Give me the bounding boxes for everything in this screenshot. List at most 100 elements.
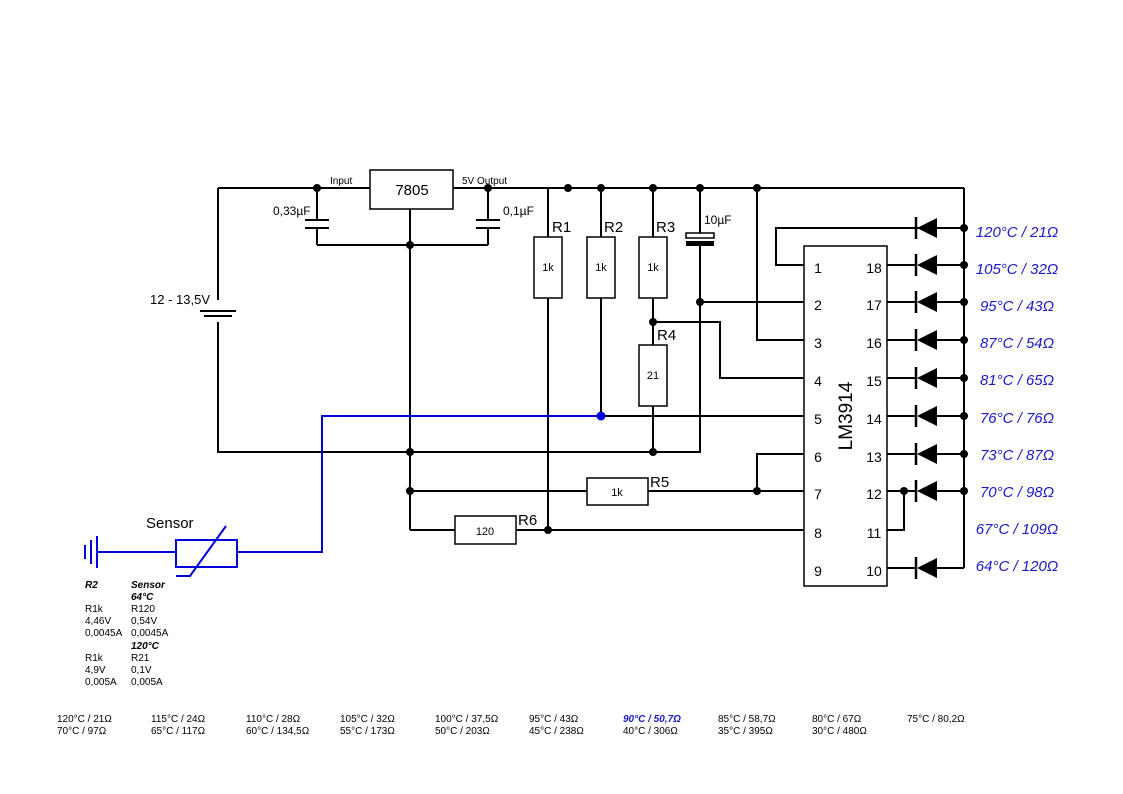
footer-cell: 105°C / 32Ω (340, 714, 395, 725)
footer-cell: 45°C / 238Ω (529, 726, 584, 737)
calc-col1b-2: 0,005A (85, 677, 117, 688)
calc-col1b-1: 4,9V (85, 665, 106, 676)
footer-cell: 50°C / 203Ω (435, 726, 490, 737)
capacitor-10uf (685, 232, 715, 246)
footer-cell: 120°C / 21Ω (57, 714, 112, 725)
footer-cell: 115°C / 24Ω (151, 714, 206, 725)
led-9 (887, 557, 964, 579)
regulator-7805 (369, 169, 454, 210)
footer-cell: 95°C / 43Ω (529, 714, 579, 725)
ic-pin-left-8: 8 (814, 525, 822, 541)
ic-pin-right-18: 18 (866, 260, 882, 276)
footer-cell: 110°C / 28Ω (246, 714, 301, 725)
capacitor-output-label: 0,1µF (503, 204, 534, 218)
calc-col2a-2: 0,0045A (131, 628, 169, 639)
footer-cell: 85°C / 58,7Ω (718, 714, 776, 725)
led-label-2: 105°C / 32Ω (976, 261, 1058, 278)
led-4 (887, 329, 964, 351)
calc-col1a-2: 0,0045A (85, 628, 123, 639)
led-label-1: 120°C / 21Ω (976, 224, 1058, 241)
led-label-6: 76°C / 76Ω (980, 410, 1054, 427)
sensor-wiring (84, 415, 601, 568)
led-2 (887, 254, 964, 276)
ic-pin-left-7: 7 (814, 486, 822, 502)
ic-pin-left-5: 5 (814, 411, 822, 427)
resistor-r4-name: R4 (657, 327, 676, 344)
resistor-r1 (533, 236, 563, 299)
led-label-7: 73°C / 87Ω (980, 447, 1054, 464)
ic-pin-right-16: 16 (866, 335, 882, 351)
led-3 (887, 291, 964, 313)
footer-cell: 70°C / 97Ω (57, 726, 107, 737)
led-6 (887, 405, 964, 427)
resistor-r6-name: R6 (518, 512, 537, 529)
led-label-9: 67°C / 109Ω (976, 521, 1058, 538)
regulator-label: 7805 (395, 182, 428, 199)
resistor-r1-name: R1 (552, 219, 571, 236)
ic-pin-left-3: 3 (814, 335, 822, 351)
footer-cell: 30°C / 480Ω (812, 726, 867, 737)
resistor-r3 (638, 236, 668, 299)
resistor-r5 (586, 477, 649, 506)
ic-lm3914 (803, 245, 888, 587)
ic-pin-left-6: 6 (814, 449, 822, 465)
ic-pin-right-11: 11 (867, 525, 882, 541)
ic-pin-right-12: 12 (866, 486, 882, 502)
led-1 (914, 217, 964, 239)
led-5 (887, 367, 964, 389)
calc-table: R2 Sensor 64°C R1k 4,46V 0,0045A R120 0,… (85, 580, 169, 688)
ic-pin-left-1: 1 (814, 260, 822, 276)
resistor-r5-name: R5 (650, 474, 669, 491)
calc-col2b-1: 0,1V (131, 665, 152, 676)
resistor-r2-value: 1k (595, 262, 607, 274)
resistor-r3-name: R3 (656, 219, 675, 236)
led-8 (887, 480, 964, 502)
calc-col2a-1: 0,54V (131, 616, 157, 627)
calc-col2b-2: 0,005A (131, 677, 163, 688)
ic-pin-right-14: 14 (866, 411, 882, 427)
calc-col1-head: R2 (85, 580, 98, 591)
ic-name: LM3914 (836, 381, 857, 450)
capacitor-10uf-label: 10µF (704, 213, 732, 227)
footer-cell: 75°C / 80,2Ω (907, 714, 965, 725)
resistor-r4-value: 21 (647, 370, 659, 382)
supply-label: 12 - 13,5V (150, 292, 210, 307)
ic-pin-left-4: 4 (814, 373, 822, 389)
thermistor-sensor (175, 525, 238, 577)
calc-col1a-0: R1k (85, 604, 104, 615)
resistor-r2 (586, 236, 616, 299)
junction-dots (313, 184, 968, 534)
calc-sub2: 120°C (131, 641, 160, 652)
resistor-r2-name: R2 (604, 219, 623, 236)
sensor-label: Sensor (146, 515, 194, 532)
calc-col2b-0: R21 (131, 653, 150, 664)
regulator-output-label: 5V Output (462, 176, 507, 187)
led-bar (887, 217, 964, 579)
calc-sub1: 64°C (131, 592, 154, 603)
battery-symbol (200, 310, 236, 317)
footer-cell: 35°C / 395Ω (718, 726, 773, 737)
resistor-r1-value: 1k (542, 262, 554, 274)
resistor-r5-value: 1k (611, 487, 623, 499)
footer-cell: 55°C / 173Ω (340, 726, 395, 737)
footer-cell: 100°C / 37,5Ω (435, 714, 499, 725)
footer-cell: 40°C / 306Ω (623, 726, 678, 737)
calc-col2-head: Sensor (131, 580, 166, 591)
ic-pin-right-10: 10 (866, 563, 882, 579)
calc-col1b-0: R1k (85, 653, 104, 664)
regulator-input-label: Input (330, 176, 352, 187)
ic-pin-right-17: 17 (866, 297, 882, 313)
capacitor-input-label: 0,33µF (273, 204, 311, 218)
resistor-r6 (454, 515, 517, 545)
ic-pin-right-15: 15 (866, 373, 882, 389)
capacitor-output (476, 219, 500, 229)
ic-pin-left-9: 9 (814, 563, 822, 579)
ic-pin-right-13: 13 (866, 449, 882, 465)
calc-col1a-1: 4,46V (85, 616, 111, 627)
led-label-10: 64°C / 120Ω (976, 558, 1058, 575)
